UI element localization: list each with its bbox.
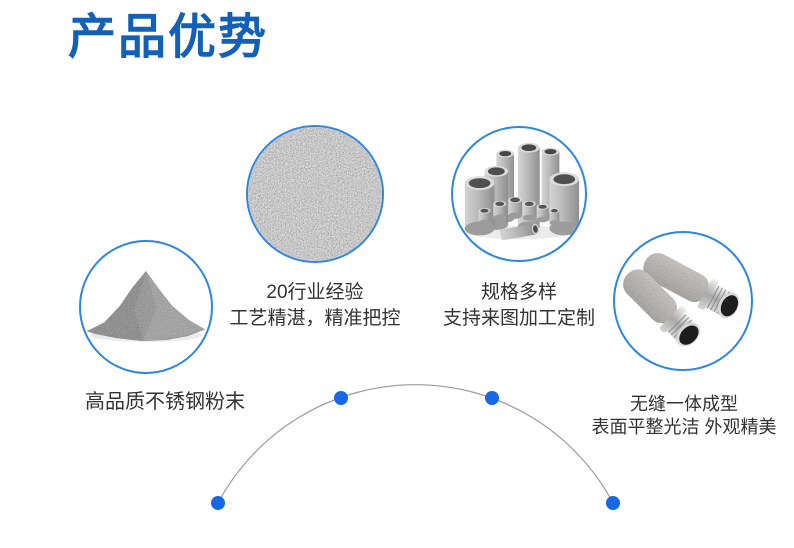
feature-caption-line: 规格多样 <box>480 282 557 303</box>
feature-caption-line: 支持来图加工定制 <box>442 308 595 329</box>
page-title: 产品优势 <box>68 11 269 64</box>
stainless-steel-powder-pile-photo <box>79 240 213 374</box>
arc-line <box>217 384 614 504</box>
feature-caption-line: 工艺精湛，精准把控 <box>229 308 401 329</box>
feature-caption-seamless: 无缝一体成型 表面平整光洁 外观精美 <box>564 393 794 439</box>
metal-powder-texture-photo <box>246 125 384 263</box>
arc-dot <box>485 391 499 405</box>
sintered-filter-cartridges-photo <box>613 231 753 371</box>
porous-metal-tubes-photo <box>451 126 587 262</box>
feature-caption-specifications: 规格多样 支持来图加工定制 <box>419 280 619 332</box>
feature-caption-line: 高品质不锈钢粉末 <box>85 391 245 413</box>
feature-caption-line: 无缝一体成型 <box>630 394 738 414</box>
arc-dot <box>334 391 348 405</box>
arc-dot <box>211 496 225 510</box>
feature-caption-powder: 高品质不锈钢粉末 <box>55 390 275 415</box>
feature-caption-experience: 20行业经验 工艺精湛，精准把控 <box>215 280 415 332</box>
feature-caption-line: 20行业经验 <box>266 282 364 303</box>
arc-dot <box>606 496 620 510</box>
feature-caption-line: 表面平整光洁 外观精美 <box>591 417 777 437</box>
